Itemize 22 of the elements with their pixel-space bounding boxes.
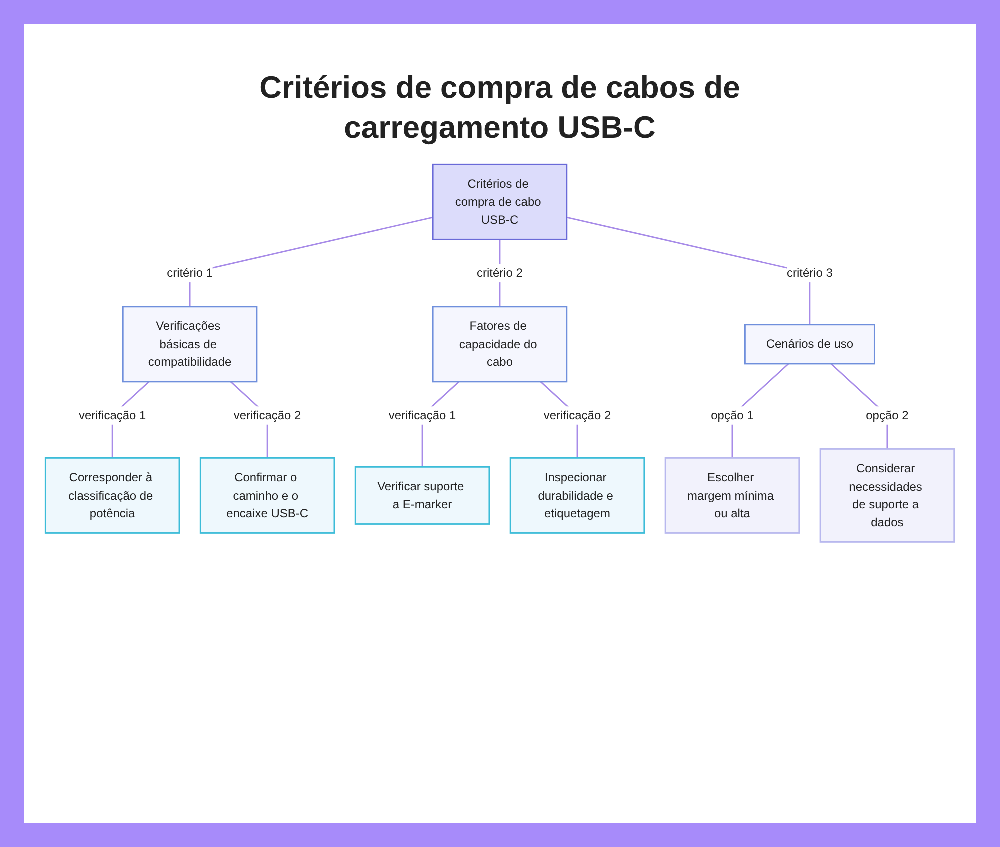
node-box: Corresponder à classificação de potência [44,457,180,534]
node-box: Fatores de capacidade do cabo [432,306,568,382]
edge-label: critério 1 [167,266,214,280]
edge-label: opção 1 [711,408,754,422]
edge-label: critério 2 [477,266,523,280]
edge-label: verificação 1 [388,408,456,422]
connector [566,216,811,324]
connector [189,216,434,307]
edge-label: critério 3 [786,266,833,280]
node-box: Confirmar o caminho e o encaixe USB-C [200,457,336,534]
node-box: Considerar necessidades de suporte a dados [820,448,956,542]
node-box: Escolher margem mínima ou alta [664,457,800,534]
node-box: Critérios de compra de cabo USB-C [432,164,568,240]
edge-label: verificação 1 [78,408,146,422]
diagram-title: Critérios de compra de cabos de carregamento USB-C [258,69,742,148]
node-box: Verificações básicas de compatibilidade [122,306,258,382]
edge-label: opção 2 [866,408,909,422]
node-box: Cenários de uso [744,324,876,364]
edge-label: verificação 2 [234,408,302,422]
node-box: Inspecionar durabilidade e etiquetagem [510,457,646,534]
node-box: Verificar suporte a E-marker [354,466,490,525]
edge-label: verificação 2 [544,408,612,422]
